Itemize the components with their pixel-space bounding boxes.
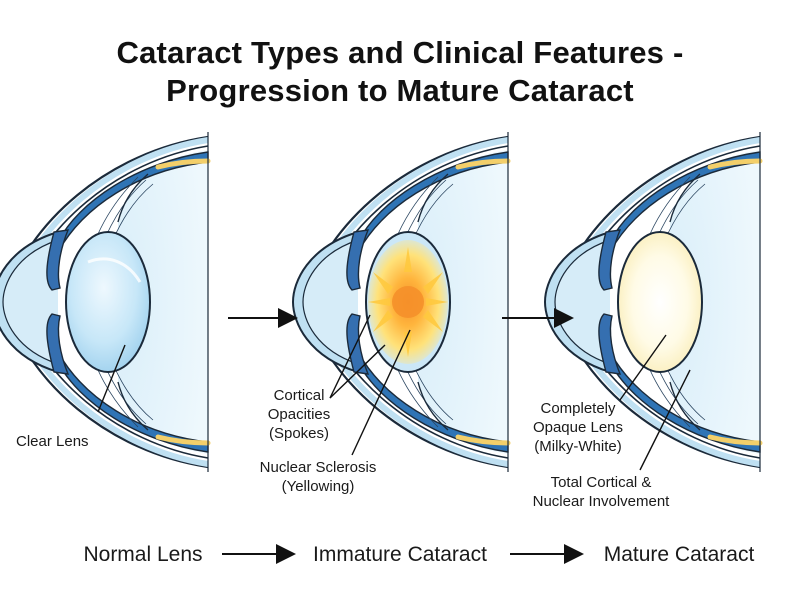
callout-cortical-2: Opacities	[268, 406, 331, 423]
panel-mature	[545, 132, 760, 472]
callout-opaque-2: Opaque Lens	[533, 419, 623, 436]
callout-nuclear-1: Nuclear Sclerosis	[260, 459, 377, 476]
page-title: Cataract Types and Clinical Features - P…	[0, 34, 800, 110]
callout-cortical-3: (Spokes)	[269, 425, 329, 442]
stage-label-immature: Immature Cataract	[313, 543, 487, 566]
callout-total-2: Nuclear Involvement	[533, 493, 671, 510]
callout-total-1: Total Cortical &	[551, 474, 652, 491]
cortical-spokes	[368, 247, 448, 357]
panel-immature	[293, 132, 508, 472]
title-line-1: Cataract Types and Clinical Features -	[116, 35, 684, 70]
stage-label-normal: Normal Lens	[83, 543, 202, 566]
title-line-2: Progression to Mature Cataract	[166, 73, 634, 108]
clear-lens-shape	[65, 231, 151, 373]
panel-normal	[0, 132, 208, 472]
callout-nuclear-2: (Yellowing)	[282, 478, 355, 495]
stage-label-mature: Mature Cataract	[604, 543, 755, 566]
callout-opaque-3: (Milky-White)	[534, 438, 622, 455]
callout-opaque-1: Completely	[540, 400, 616, 417]
callout-cortical-1: Cortical	[274, 387, 325, 404]
callout-clear-lens: Clear Lens	[16, 433, 89, 450]
mature-lens-shape	[617, 231, 703, 373]
